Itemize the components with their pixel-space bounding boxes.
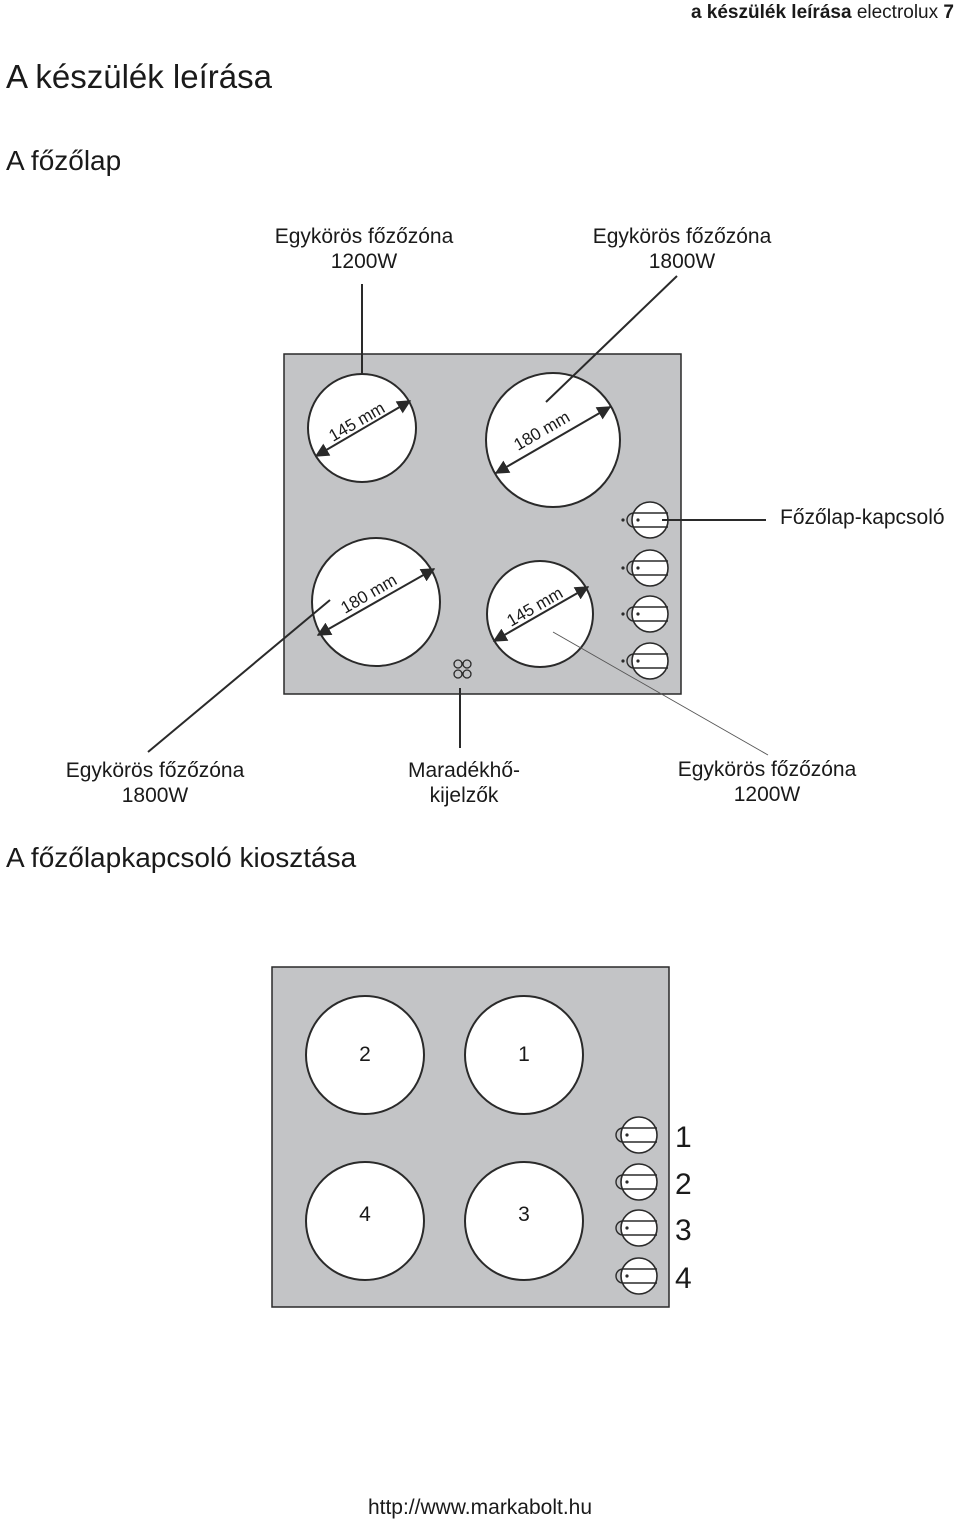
residual-heat-indicator-dots — [453, 659, 472, 679]
section-title-knob-layout: A főzőlapkapcsoló kiosztása — [6, 842, 357, 873]
control-knob-4 — [621, 642, 669, 680]
layout-zone-number-top-right: 1 — [518, 1043, 530, 1066]
running-header: a készülék leírása electrolux 7 — [691, 2, 954, 24]
header-brand: electrolux — [856, 2, 939, 23]
layout-zone-number-top-left: 2 — [359, 1043, 371, 1066]
diameter-arrow-bottom-left — [316, 568, 436, 636]
label-bottom-right-zone: Egykörös főzőzóna 1200W — [677, 758, 857, 806]
control-knob-3 — [621, 595, 669, 633]
label-residual-heat-indicators: Maradékhő- kijelzők — [407, 759, 521, 807]
diameter-arrow-bottom-right — [492, 586, 590, 642]
label-top-left-zone: Egykörös főzőzóna 1200W — [274, 225, 454, 273]
knob-number-3: 3 — [675, 1214, 692, 1247]
header-section: a készülék leírása — [690, 2, 852, 23]
layout-zone-number-bottom-left: 4 — [359, 1203, 371, 1226]
label-control-knobs: Főzőlap-kapcsoló — [780, 506, 945, 529]
leader-line-top-right — [545, 275, 678, 403]
layout-knob-2 — [615, 1163, 658, 1201]
layout-knob-4 — [615, 1257, 658, 1295]
layout-knob-1 — [615, 1116, 658, 1154]
layout-zone-number-bottom-right: 3 — [518, 1203, 530, 1226]
diameter-arrow-top-right — [494, 406, 612, 474]
leader-line-bottom-left — [147, 599, 331, 753]
header-page-number: 7 — [943, 2, 954, 23]
layout-zone-top-left — [305, 995, 425, 1115]
knob-number-4: 4 — [675, 1262, 692, 1295]
footer-url[interactable]: http://www.markabolt.hu — [367, 1496, 593, 1519]
section-title-cooktop: A főzőlap — [6, 145, 122, 176]
layout-zone-bottom-right — [464, 1161, 584, 1281]
leader-line-bottom-right — [552, 631, 769, 756]
layout-knob-3 — [615, 1209, 658, 1247]
diameter-arrow-top-left — [314, 400, 412, 457]
label-top-right-zone: Egykörös főzőzóna 1800W — [592, 225, 772, 273]
page-title: A készülék leírása — [6, 58, 272, 95]
layout-zone-top-right — [464, 995, 584, 1115]
label-bottom-left-zone: Egykörös főzőzóna 1800W — [65, 759, 245, 807]
layout-zone-bottom-left — [305, 1161, 425, 1281]
knob-number-2: 2 — [675, 1168, 692, 1201]
knob-number-1: 1 — [675, 1121, 692, 1154]
control-knob-2 — [621, 549, 669, 587]
